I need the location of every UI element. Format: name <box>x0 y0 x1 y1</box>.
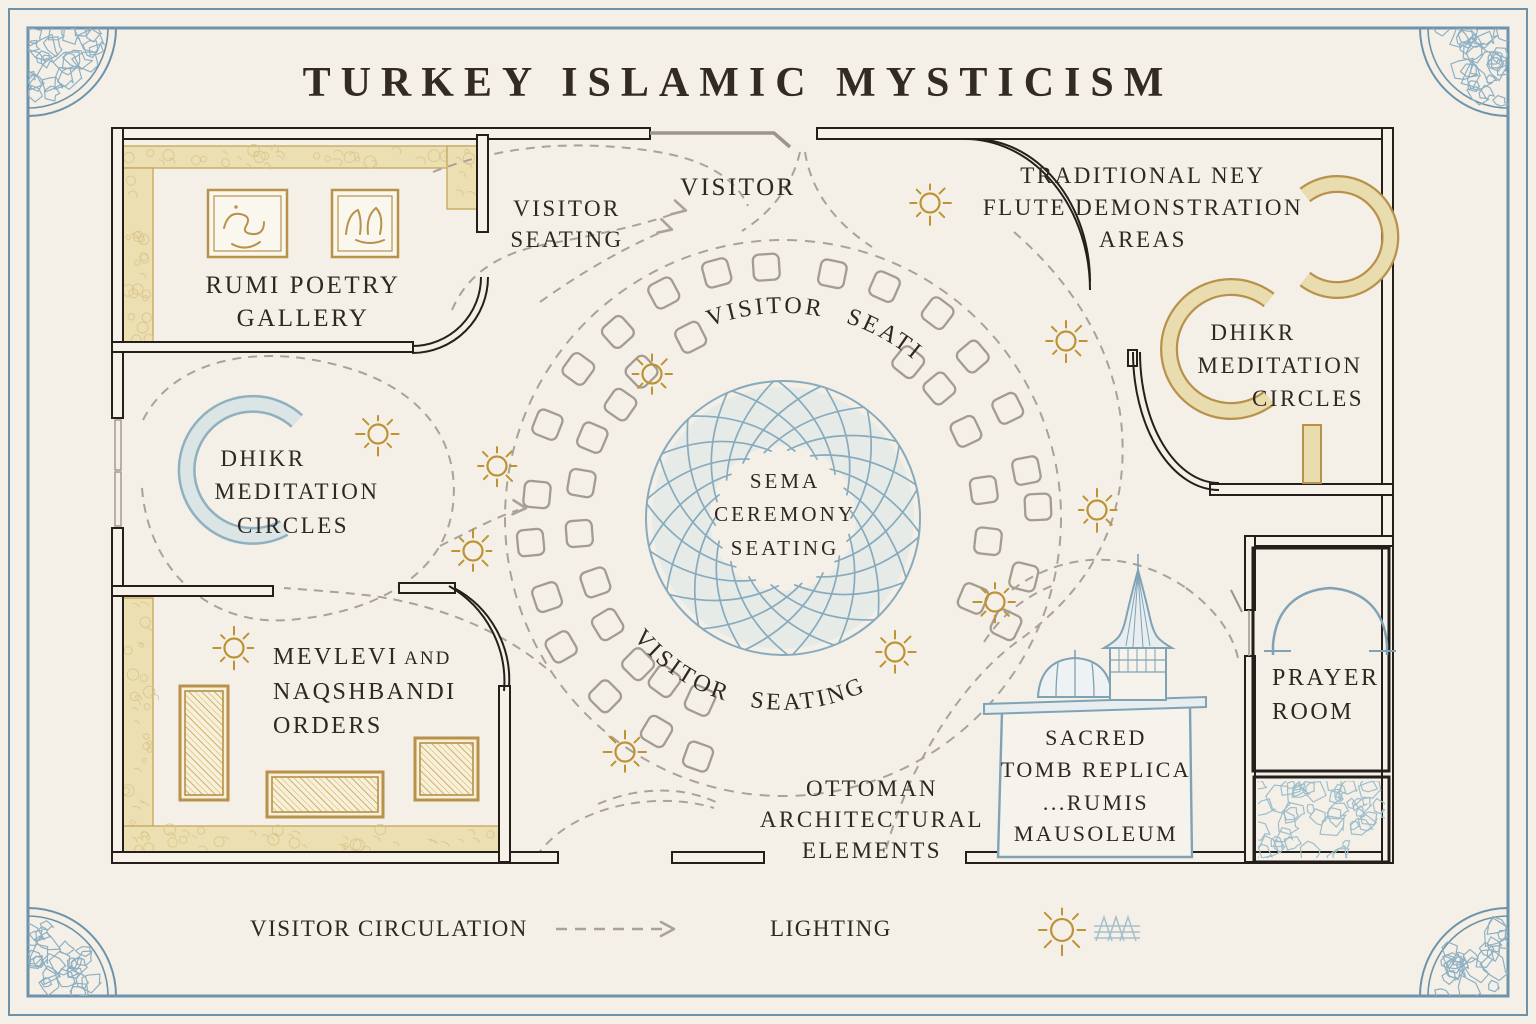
circulation-arrow-icons <box>511 199 688 938</box>
corner-ornament-icon <box>28 28 117 117</box>
calligraphy-icon <box>223 212 265 249</box>
corner-ornament-icon <box>1419 907 1508 996</box>
dhikr-circle-arcs <box>177 175 1400 545</box>
gold-textured-band <box>121 144 511 854</box>
visitor-circulation-paths <box>141 144 1239 859</box>
walls <box>111 127 1394 864</box>
sema-whirl-pattern <box>645 380 921 656</box>
display-cases <box>178 684 480 819</box>
calligraphy-frames <box>206 188 400 259</box>
circulation-ring-path <box>504 239 1062 797</box>
mosaic-panel-frame <box>1252 775 1391 864</box>
door-arcs <box>411 138 1220 692</box>
legend-lighting-hatch-icon <box>1094 914 1140 942</box>
inner-border <box>26 26 1510 998</box>
mausoleum-illustration-icon <box>983 554 1207 859</box>
mosaic-texture <box>1258 781 1385 858</box>
visitor-seats <box>515 252 1053 773</box>
calligraphy-icon <box>345 206 385 244</box>
prayer-room-wall <box>1251 546 1391 773</box>
mihrab-arch-icon <box>1264 586 1396 655</box>
corner-ornament-icon <box>28 907 117 996</box>
lighting-sun-icons <box>212 183 1118 957</box>
outer-border <box>8 8 1528 1016</box>
corner-ornament-icon <box>1419 28 1508 117</box>
glass-wall-segments <box>114 131 1250 656</box>
